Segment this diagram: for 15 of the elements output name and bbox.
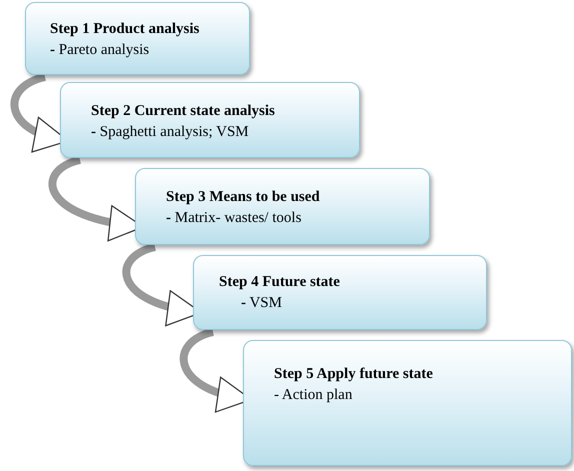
step-method: - Spaghetti analysis; VSM: [91, 124, 250, 141]
step-method: - Action plan: [274, 387, 354, 404]
step-title: Step 2 Current state analysis: [91, 103, 276, 120]
step-title: Step 1 Product analysis: [50, 21, 200, 38]
step-method: - Pareto analysis: [50, 42, 150, 59]
step-title: Step 4 Future state: [219, 274, 341, 291]
step-box: [193, 255, 487, 330]
step-box: [243, 340, 572, 466]
step-title: Step 5 Apply future state: [274, 366, 434, 383]
step-title: Step 3 Means to be used: [166, 189, 321, 206]
step-box: [60, 82, 360, 158]
step-method: - Matrix- wastes/ tools: [166, 210, 302, 227]
step-box: [25, 2, 250, 75]
step-method: - VSM: [241, 295, 283, 312]
step-box: [135, 168, 430, 245]
